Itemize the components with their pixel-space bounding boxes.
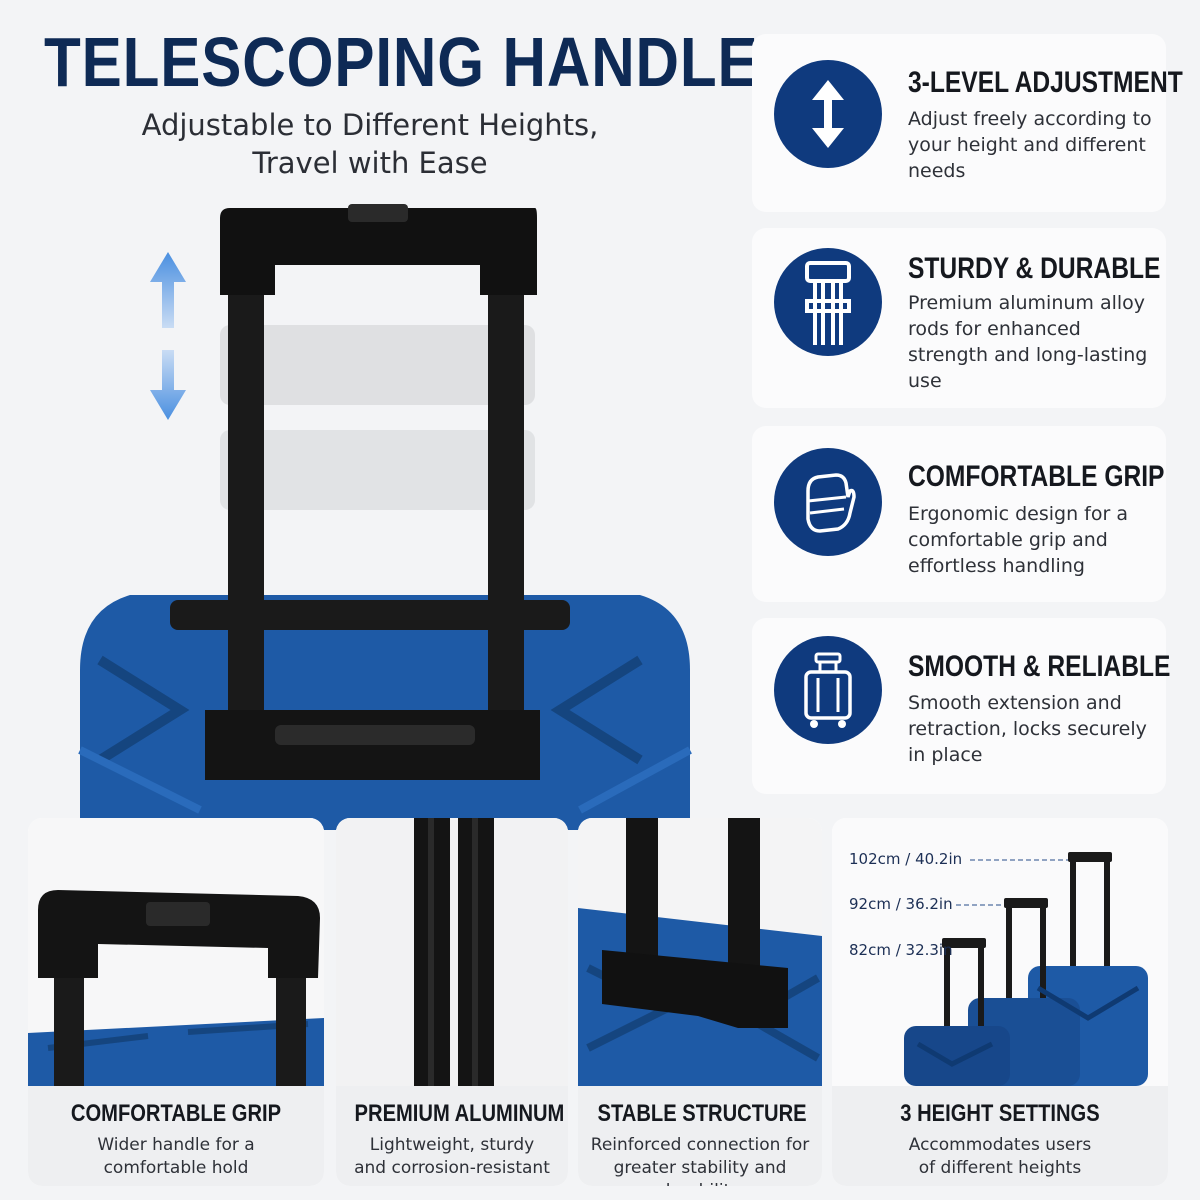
page-title: TELESCOPING HANDLE (44, 23, 759, 101)
height-label-medium: 92cm / 36.2in (849, 895, 953, 913)
desc-line: your height and different (908, 134, 1146, 156)
bottom-card-structure: STABLE STRUCTURE Reinforced connection f… (578, 818, 822, 1186)
feature-title: COMFORTABLE GRIP (908, 460, 1165, 493)
feature-card-sturdy: STURDY & DURABLE Premium aluminum alloy … (752, 228, 1166, 408)
desc-line: strength and long-lasting (908, 344, 1148, 366)
height-settings-image (832, 818, 1168, 1086)
down-arrow-icon (150, 350, 186, 420)
feature-card-smooth: SMOOTH & RELIABLE Smooth extension and r… (752, 618, 1170, 794)
feature-title: SMOOTH & RELIABLE (908, 650, 1171, 683)
card-title: PREMIUM ALUMINUM RODS (354, 1100, 568, 1127)
card-description: Wider handle for a comfortable hold (28, 1134, 324, 1180)
grip-closeup-image (28, 818, 324, 1086)
card-title: COMFORTABLE GRIP (70, 1100, 282, 1127)
hero-suitcase-image (78, 204, 692, 830)
desc-line: Reinforced connection for (590, 1135, 810, 1155)
desc-line: Adjust freely according to (908, 108, 1152, 130)
suitcase-icon (774, 636, 882, 744)
feature-description: Adjust freely according to your height a… (908, 106, 1158, 184)
bottom-card-grip: COMFORTABLE GRIP Wider handle for a comf… (28, 818, 324, 1186)
feature-card-adjustment: 3-LEVEL ADJUSTMENT Adjust freely accordi… (752, 34, 1183, 212)
desc-line: Smooth extension and (908, 692, 1122, 714)
desc-line: comfortable grip and (908, 529, 1108, 551)
card-caption: PREMIUM ALUMINUM RODS Lightweight, sturd… (336, 1086, 568, 1186)
desc-line: in place (908, 744, 983, 766)
card-description: Accommodates users of different heights (832, 1134, 1168, 1180)
desc-line: retraction, locks securely (908, 718, 1147, 740)
hand-grip-icon (774, 448, 882, 556)
card-title: STABLE STRUCTURE (597, 1100, 807, 1127)
up-arrow-icon (150, 252, 186, 328)
desc-line: greater stability and durability (613, 1158, 787, 1186)
desc-line: effortless handling (908, 555, 1085, 577)
card-title: 3 HEIGHT SETTINGS (900, 1100, 1100, 1127)
page-subtitle: Adjustable to Different Heights, Travel … (100, 106, 640, 182)
desc-line: Lightweight, sturdy (369, 1135, 535, 1155)
card-description: Reinforced connection for greater stabil… (578, 1134, 822, 1186)
rods-closeup-image (336, 818, 568, 1086)
card-description: Lightweight, sturdy and corrosion-resist… (336, 1134, 568, 1180)
card-caption: STABLE STRUCTURE Reinforced connection f… (578, 1086, 822, 1186)
desc-line: use (908, 370, 942, 392)
up-down-arrow-icon (774, 60, 882, 168)
telescoping-handle (205, 204, 540, 780)
subtitle-line: Adjustable to Different Heights, (141, 108, 599, 142)
desc-line: Premium aluminum alloy (908, 292, 1146, 314)
card-caption: COMFORTABLE GRIP Wider handle for a comf… (28, 1086, 324, 1186)
desc-line: needs (908, 160, 966, 182)
structure-closeup-image (578, 818, 822, 1086)
handle-rods-icon (774, 248, 882, 356)
desc-line: comfortable hold (103, 1158, 249, 1178)
feature-description: Premium aluminum alloy rods for enhanced… (908, 290, 1158, 394)
desc-line: of different heights (918, 1158, 1082, 1178)
feature-description: Smooth extension and retraction, locks s… (908, 690, 1158, 768)
height-label-tall: 102cm / 40.2in (849, 850, 963, 868)
subtitle-line: Travel with Ease (252, 146, 488, 180)
feature-title: 3-LEVEL ADJUSTMENT (908, 66, 1183, 99)
desc-line: Ergonomic design for a (908, 503, 1128, 525)
feature-card-grip: COMFORTABLE GRIP Ergonomic design for a … (752, 426, 1166, 602)
feature-description: Ergonomic design for a comfortable grip … (908, 501, 1158, 579)
bottom-card-heights: 102cm / 40.2in 92cm / 36.2in 82cm / 32.3… (832, 818, 1168, 1186)
bottom-card-rods: PREMIUM ALUMINUM RODS Lightweight, sturd… (336, 818, 568, 1186)
desc-line: Accommodates users (908, 1135, 1092, 1155)
desc-line: rods for enhanced (908, 318, 1081, 340)
desc-line: Wider handle for a (97, 1135, 255, 1155)
card-caption: 3 HEIGHT SETTINGS Accommodates users of … (832, 1086, 1168, 1186)
feature-title: STURDY & DURABLE (908, 252, 1161, 285)
desc-line: and corrosion-resistant (354, 1158, 550, 1178)
height-label-short: 82cm / 32.3in (849, 941, 953, 959)
